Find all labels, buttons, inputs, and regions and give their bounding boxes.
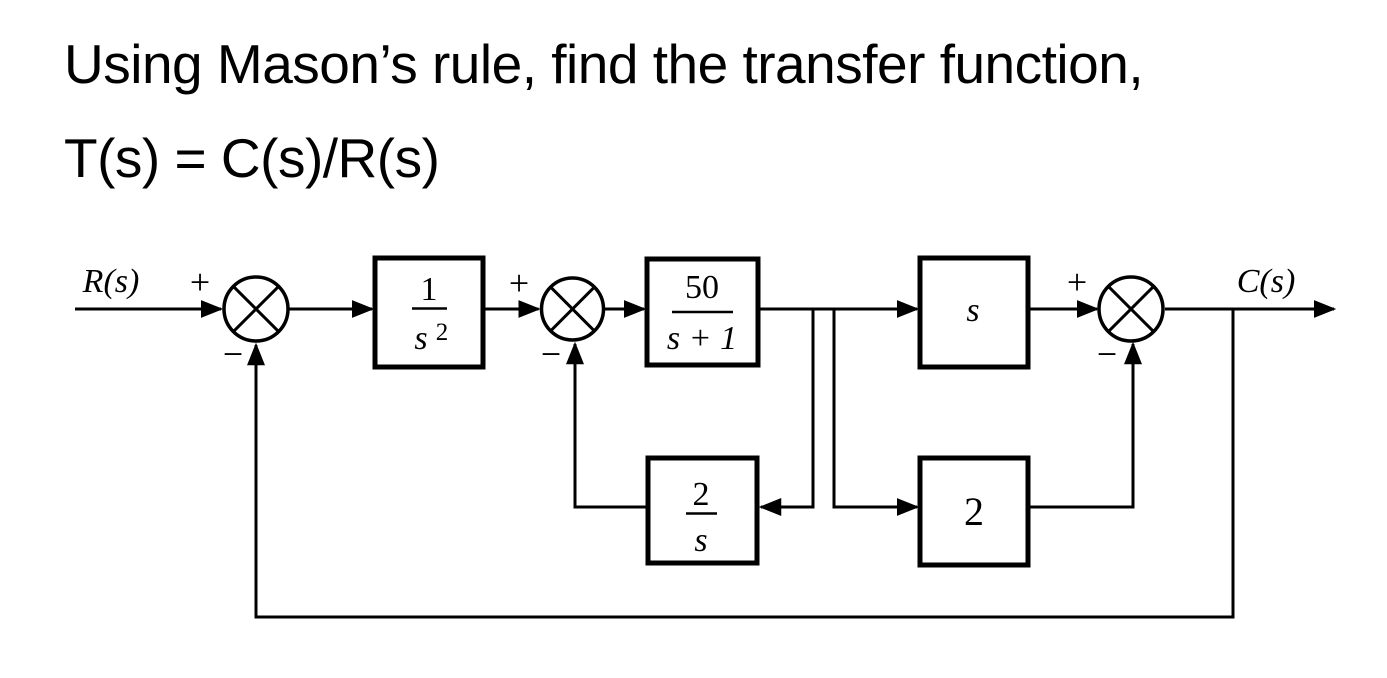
block-integrator bbox=[372, 255, 486, 370]
derivative-block-label: s bbox=[966, 292, 979, 329]
junction-3-plus-sign: + bbox=[1067, 262, 1087, 302]
gain-return-line bbox=[1028, 341, 1142, 509]
inner-feedback-denominator: s bbox=[694, 522, 707, 559]
output-signal-label: C(s) bbox=[1237, 263, 1296, 300]
plant-denominator: s + 1 bbox=[667, 320, 737, 357]
junction-2-minus-sign: − bbox=[541, 334, 561, 374]
title-line-1: Using Mason’s rule, find the transfer fu… bbox=[64, 33, 1144, 95]
pickoff-to-inner-feedback bbox=[758, 309, 815, 516]
integrator-denominator-base: s bbox=[414, 320, 427, 357]
cross-line bbox=[549, 286, 596, 332]
input-signal-label: R(s) bbox=[82, 263, 140, 300]
transfer-function-blocks bbox=[372, 255, 1031, 568]
inner-feedback-return-line bbox=[566, 341, 648, 509]
cross-line bbox=[232, 285, 280, 333]
junction-2-plus-sign: + bbox=[509, 263, 529, 303]
junction-3-minus-sign: − bbox=[1097, 334, 1117, 374]
summing-junction-2 bbox=[539, 276, 606, 342]
outer-feedback-line bbox=[247, 309, 1235, 619]
cross-line bbox=[1107, 285, 1155, 333]
block-derivative bbox=[917, 255, 1031, 370]
junction-1-minus-sign: − bbox=[223, 334, 243, 374]
gain-block-label: 2 bbox=[964, 489, 984, 534]
summing-junction-3 bbox=[1097, 275, 1165, 343]
inner-feedback-numerator: 2 bbox=[693, 476, 710, 513]
block-inner-feedback bbox=[645, 455, 760, 566]
summing-junction-1 bbox=[222, 275, 290, 343]
title-line-2: T(s) = C(s)/R(s) bbox=[64, 127, 440, 189]
signal-lines bbox=[75, 300, 1337, 619]
block-gain bbox=[917, 455, 1031, 568]
integrator-numerator: 1 bbox=[421, 271, 438, 308]
integrator-denominator-exponent: 2 bbox=[436, 319, 449, 346]
plant-numerator: 50 bbox=[685, 269, 719, 306]
pickoff-to-gain bbox=[832, 309, 920, 516]
junction-1-plus-sign: + bbox=[190, 262, 210, 302]
